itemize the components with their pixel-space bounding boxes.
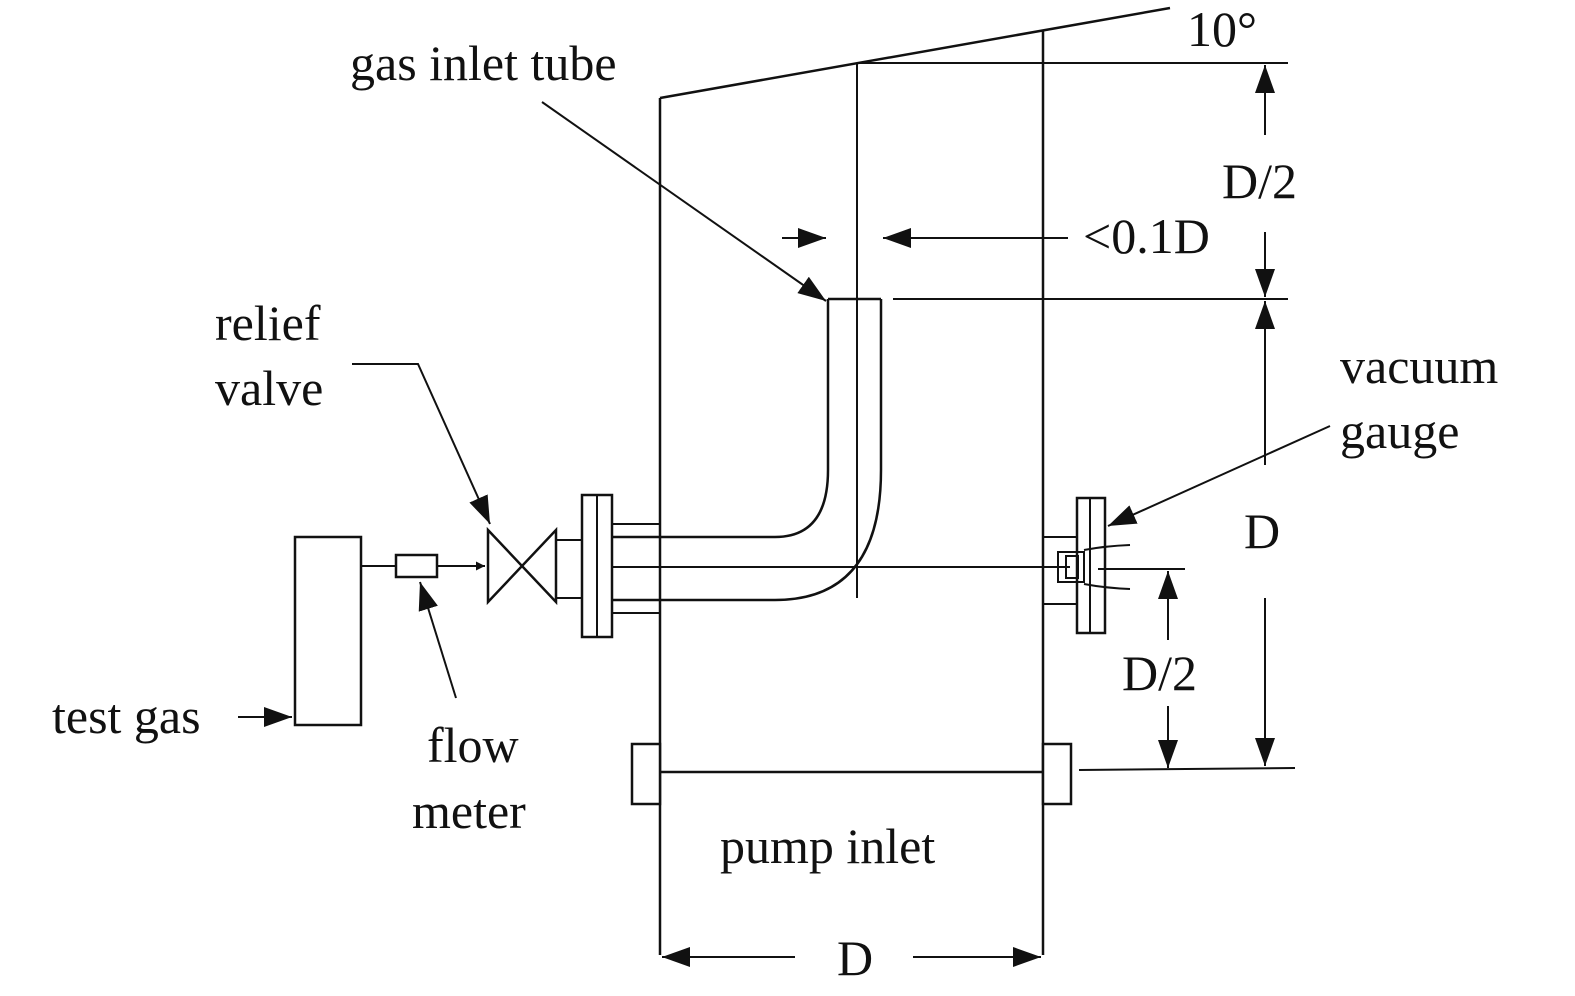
flow-meter-label-1: flow [427,717,519,773]
gas-inlet-tube-label: gas inlet tube [350,35,617,91]
vacuum-gauge [1057,544,1131,590]
dim-right-d-label: D [1244,503,1280,559]
leader-arrows [238,101,1331,727]
test-dome [658,6,1171,955]
flow-meter [361,553,485,579]
relief-valve-label-2: valve [215,360,323,416]
angle-label: 10° [1187,1,1257,57]
relief-valve-label-1: relief [215,295,321,351]
dim-bottom-d-label: D [837,930,873,986]
dim-gauge-half-label: D/2 [1122,645,1197,701]
left-flange [555,493,660,639]
test-gas-label: test gas [52,688,201,744]
right-flange [1043,496,1107,635]
dim-top-half-label: D/2 [1222,153,1297,209]
vacuum-gauge-label-2: gauge [1340,403,1459,459]
relief-valve [486,526,558,606]
dim-gap-label: <0.1D [1083,208,1210,264]
test-gas-cylinder [293,535,363,727]
pump-inlet-flange [630,742,1073,806]
dimension-lines [662,62,1296,967]
pump-inlet-label: pump inlet [720,818,935,874]
vacuum-gauge-label-1: vacuum [1340,338,1498,394]
labels: 10° gas inlet tube D/2 <0.1D relief valv… [52,1,1498,986]
gas-inlet-tube [612,297,1070,602]
flow-meter-label-2: meter [412,783,526,839]
